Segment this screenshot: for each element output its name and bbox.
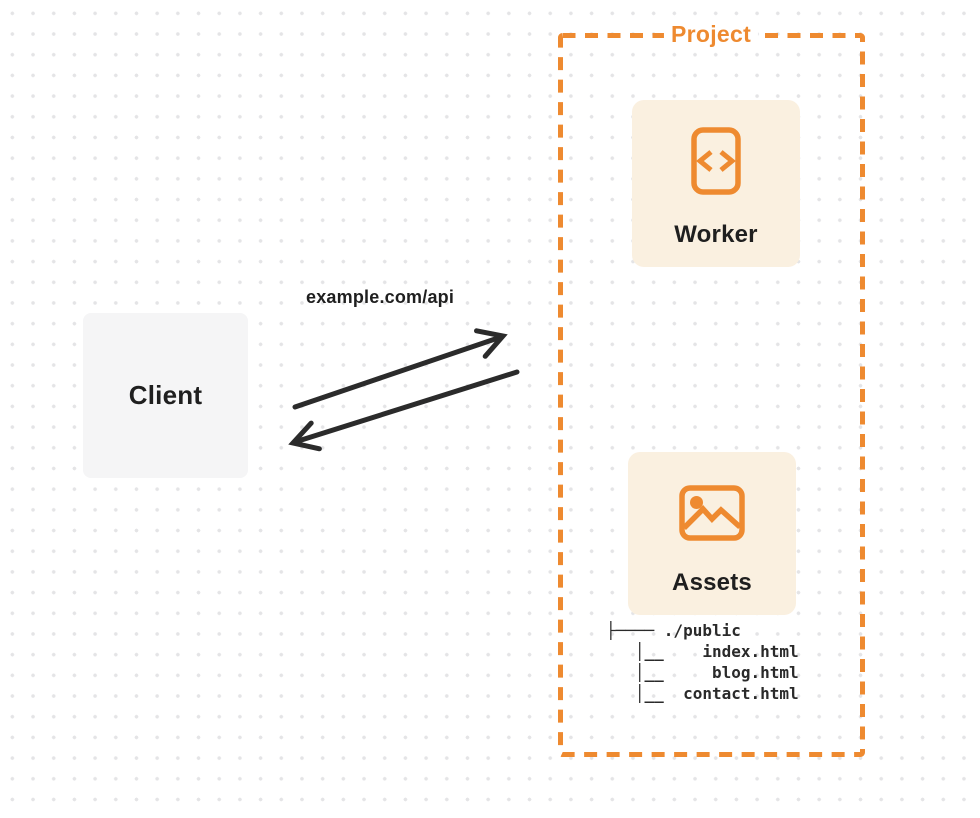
response-arrowhead-icon [288,420,322,452]
code-file-icon [691,127,741,195]
assets-label: Assets [672,569,752,596]
client-label: Client [128,380,203,410]
assets-node: Assets [628,452,796,615]
request-arrow [292,334,504,410]
response-arrow [292,369,520,445]
request-url-label: example.com/api [306,287,455,307]
worker-label: Worker [674,221,758,248]
image-icon [679,485,745,541]
request-arrowhead-icon [474,328,508,359]
project-label: Project [663,21,759,48]
worker-node: Worker [632,100,800,267]
client-node: Client [83,313,248,478]
project-boundary-border [558,33,865,757]
assets-file-tree: ├──── ./public │__ index.html │__ blog.h… [606,621,799,703]
